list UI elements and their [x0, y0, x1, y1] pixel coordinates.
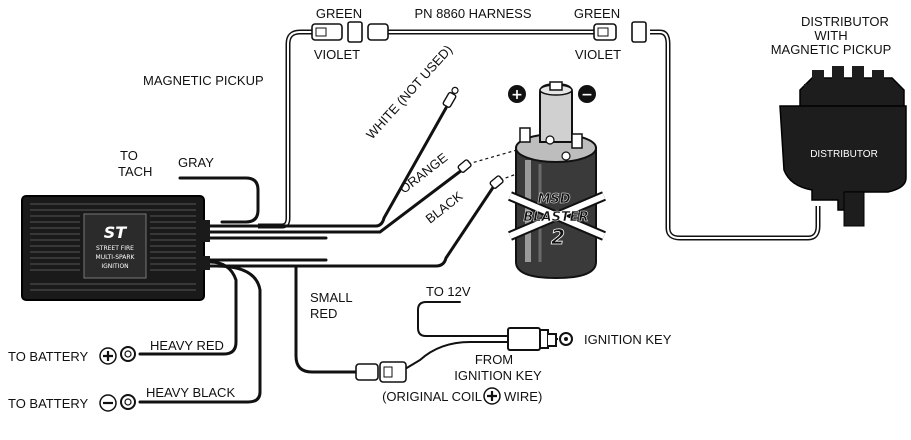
black-wire: [324, 184, 496, 268]
label-distributor-title-1: DISTRIBUTOR: [801, 14, 889, 29]
label-green-right: GREEN: [574, 6, 620, 21]
key-icon: [556, 332, 573, 346]
coil-model: BLASTER: [523, 210, 588, 225]
label-violet-left: VIOLET: [314, 47, 360, 62]
module-line1: STREET FIRE: [96, 245, 134, 252]
orange-wire: [324, 168, 464, 234]
minus-circle-icon: [99, 394, 117, 412]
label-gray: GRAY: [178, 155, 214, 170]
label-original-coil-pre: (ORIGINAL COIL: [382, 389, 482, 404]
distributor: DISTRIBUTOR: [779, 66, 907, 227]
label-violet-right: VIOLET: [575, 47, 621, 62]
module-line3: IGNITION: [101, 263, 128, 270]
black-wire-terminal: [489, 175, 504, 189]
label-from-2: IGNITION KEY: [454, 368, 542, 383]
label-to-tach-2: TACH: [118, 164, 152, 179]
label-distributor-title-2: WITH: [814, 28, 847, 43]
heavy-red-wire: [138, 260, 238, 356]
module-logo: ST: [104, 223, 128, 242]
ignition-coil: MSD BLASTER 2: [508, 81, 606, 280]
label-to-battery-negative: TO BATTERY: [8, 396, 89, 411]
label-green-left: GREEN: [316, 6, 362, 21]
ignition-feed-wire: [399, 341, 509, 373]
label-ignition-key: IGNITION KEY: [584, 332, 672, 347]
label-to-battery-positive: TO BATTERY: [8, 349, 89, 364]
svg-text:−: −: [581, 87, 593, 103]
label-white-not-used: WHITE (NOT USED): [363, 42, 455, 142]
ignition-switch: [507, 327, 557, 351]
coil-plus-circle-icon: [483, 387, 501, 405]
label-small-red-1: SMALL: [310, 290, 353, 305]
label-harness-title: PN 8860 HARNESS: [414, 6, 531, 21]
label-heavy-red: HEAVY RED: [150, 338, 224, 353]
small-red-connector: [355, 361, 407, 383]
label-heavy-black: HEAVY BLACK: [146, 385, 235, 400]
coil-negative-marker: −: [578, 85, 596, 103]
label-magnetic-pickup: MAGNETIC PICKUP: [143, 73, 264, 88]
battery-negative-ring-terminal: [120, 394, 136, 410]
coil-positive-marker: +: [508, 85, 526, 103]
orange-wire-terminal: [457, 159, 472, 173]
magnetic-pickup-wire: [258, 29, 312, 229]
gray-tach-wire: [178, 176, 260, 224]
module-line2: MULTI-SPARK: [96, 254, 136, 261]
label-distributor-title-3: MAGNETIC PICKUP: [771, 42, 892, 57]
to-12v-wire: [417, 301, 509, 337]
ignition-module: ST STREET FIRE MULTI-SPARK IGNITION: [21, 195, 210, 301]
distributor-body-label: DISTRIBUTOR: [810, 149, 878, 160]
heavy-black-wire: [138, 264, 262, 404]
label-small-red-2: RED: [310, 306, 337, 321]
svg-text:+: +: [511, 87, 523, 103]
label-to-tach-1: TO: [120, 148, 138, 163]
label-original-coil-post: WIRE): [504, 389, 542, 404]
white-wire: [324, 106, 448, 228]
right-harness-connector: [593, 21, 647, 43]
left-harness-connector: [311, 21, 389, 43]
label-to-12v: TO 12V: [426, 284, 471, 299]
small-red-wire: [294, 264, 362, 374]
coil-brand: MSD: [537, 192, 570, 207]
coil-model-number: 2: [551, 225, 565, 249]
label-orange: ORANGE: [397, 150, 451, 197]
battery-positive-ring-terminal: [120, 346, 136, 362]
white-wire-terminal: [442, 86, 459, 108]
label-from-1: FROM: [475, 352, 513, 367]
plus-circle-icon: [99, 347, 117, 365]
